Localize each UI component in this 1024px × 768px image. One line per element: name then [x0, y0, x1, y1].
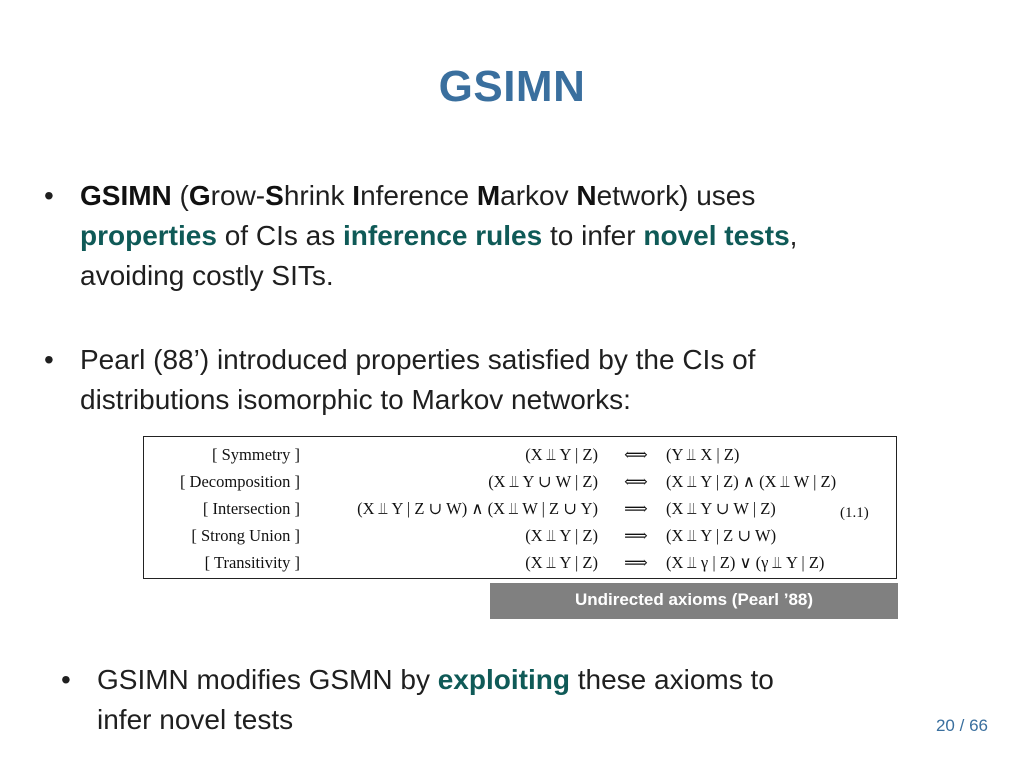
bullet-line: Pearl (88’) introduced properties satisf… [80, 344, 756, 375]
acronym-letter: I [352, 180, 361, 211]
axiom-row-decomposition: [ Decomposition ] (X ⫫ Y ∪ W | Z) ⟺ (X ⫫… [144, 472, 896, 498]
bullet-line: infer novel tests [97, 704, 294, 735]
axiom-operator: ⟺ [624, 445, 648, 464]
emphasis-novel-tests: novel tests [643, 220, 790, 251]
bullet-line: distributions isomorphic to Markov netwo… [80, 384, 631, 415]
emphasis-gsimn: GSIMN [80, 180, 172, 211]
text-span: nference [360, 180, 477, 211]
slide-title: GSIMN [438, 62, 586, 111]
axiom-operator: ⟹ [624, 526, 648, 545]
text-span: to infer [542, 220, 644, 251]
bullet-line: GSIMN modifies GSMN by exploiting these … [97, 660, 957, 700]
page-separator: / [959, 716, 965, 735]
axiom-name: [ Strong Union ] [191, 526, 300, 545]
bullet-line: GSIMN (Grow-Shrink Inference Markov Netw… [80, 176, 980, 216]
text-span: arkov [500, 180, 577, 211]
acronym-letter: G [188, 180, 211, 211]
axiom-name: [ Symmetry ] [212, 445, 300, 464]
axiom-rhs: (X ⫫ Y ∪ W | Z) [666, 499, 776, 518]
axiom-name: [ Intersection ] [202, 499, 300, 518]
bullet-line: avoiding costly SITs. [80, 260, 334, 291]
axiom-lhs: (X ⫫ Y | Z) [525, 553, 598, 572]
text-span: , [789, 220, 798, 251]
axiom-lhs: (X ⫫ Y | Z ∪ W) ∧ (X ⫫ W | Z ∪ Y) [357, 499, 598, 518]
axiom-operator: ⟹ [624, 553, 648, 572]
bullet-gsimn-description: • GSIMN (Grow-Shrink Inference Markov Ne… [44, 176, 980, 296]
page-number: 20 / 66 [936, 716, 988, 736]
axiom-rhs: (Y ⫫ X | Z) [666, 445, 740, 464]
equation-number: (1.1) [840, 505, 869, 521]
axiom-lhs: (X ⫫ Y | Z) [525, 445, 598, 464]
bullet-dot: • [44, 344, 54, 375]
bullet-line: properties of CIs as inference rules to … [80, 216, 980, 256]
emphasis-inference-rules: inference rules [342, 220, 543, 251]
bullet-pearl-properties: • Pearl (88’) introduced properties sati… [44, 340, 980, 420]
text-span: hrink [283, 180, 353, 211]
text-span: of CIs as [216, 220, 343, 251]
axiom-lhs: (X ⫫ Y | Z) [525, 526, 598, 545]
acronym-letter: M [476, 180, 501, 211]
text-span: these axioms to [569, 664, 774, 695]
page-total: 66 [969, 716, 988, 735]
text-span: etwork) uses [596, 180, 756, 211]
text-span: GSIMN modifies GSMN by [97, 664, 438, 695]
axiom-caption: Undirected axioms (Pearl ’88) [490, 583, 898, 619]
axiom-table: [ Symmetry ] (X ⫫ Y | Z) ⟺ (Y ⫫ X | Z) [… [143, 436, 897, 579]
axiom-lhs: (X ⫫ Y ∪ W | Z) [488, 472, 598, 491]
acronym-letter: S [265, 180, 284, 211]
axiom-name: [ Decomposition ] [179, 472, 300, 491]
acronym-letter: N [576, 180, 597, 211]
page-current: 20 [935, 716, 955, 735]
axiom-row-intersection: [ Intersection ] (X ⫫ Y | Z ∪ W) ∧ (X ⫫ … [144, 499, 896, 525]
axiom-rhs: (X ⫫ Y | Z ∪ W) [666, 526, 777, 545]
axiom-row-symmetry: [ Symmetry ] (X ⫫ Y | Z) ⟺ (Y ⫫ X | Z) [144, 445, 896, 471]
text-span: row- [210, 180, 266, 211]
bullet-dot: • [44, 180, 54, 211]
axiom-row-transitivity: [ Transitivity ] (X ⫫ Y | Z) ⟹ (X ⫫ γ | … [144, 553, 896, 579]
axiom-row-strong-union: [ Strong Union ] (X ⫫ Y | Z) ⟹ (X ⫫ Y | … [144, 526, 896, 552]
text-span: ( [171, 180, 189, 211]
axiom-rhs: (X ⫫ Y | Z) ∧ (X ⫫ W | Z) [666, 472, 837, 491]
bullet-gsimn-modifies: • GSIMN modifies GSMN by exploiting thes… [61, 660, 957, 740]
bullet-dot: • [61, 664, 71, 695]
emphasis-exploiting: exploiting [437, 664, 570, 695]
emphasis-properties: properties [80, 220, 217, 251]
axiom-name: [ Transitivity ] [204, 553, 300, 572]
axiom-operator: ⟺ [624, 472, 648, 491]
axiom-operator: ⟹ [624, 499, 648, 518]
axiom-rhs: (X ⫫ γ | Z) ∨ (γ ⫫ Y | Z) [666, 553, 825, 572]
